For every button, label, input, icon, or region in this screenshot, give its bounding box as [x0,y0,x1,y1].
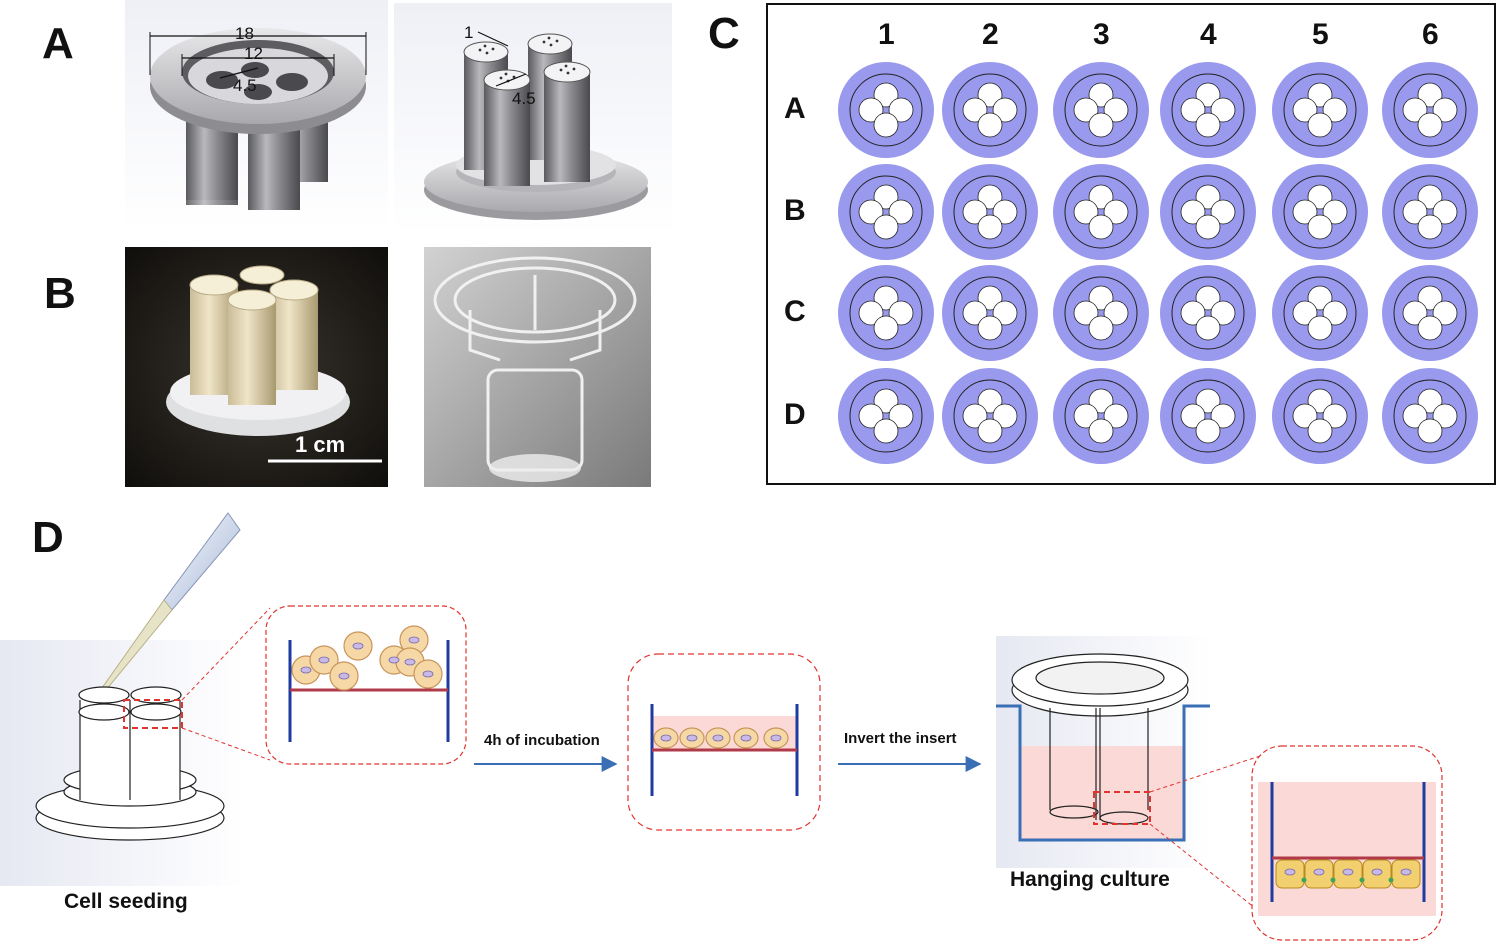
plate-column-label: 6 [1422,18,1439,51]
dim-4-5-right: 4.5 [512,89,536,108]
plate-column-label: 5 [1312,18,1329,51]
pipette-illustration [101,512,241,691]
plate-row-label: B [784,194,806,227]
plate-column-label: 3 [1093,18,1110,51]
dim-1: 1 [464,23,473,42]
cad-right-model [424,31,648,220]
plate-column-label: 2 [982,18,999,51]
insert-line-drawing [35,686,225,841]
plate-row-label: C [784,295,806,328]
plate-column-label: 4 [1200,18,1217,51]
plate-column-label: 1 [878,18,895,51]
arrow-label-invert: Invert the insert [844,730,957,747]
dim-12: 12 [244,44,263,63]
caption-hanging-culture: Hanging culture [1010,868,1170,891]
plate-row-label: D [784,398,806,431]
arrow-label-incubation: 4h of incubation [484,732,600,749]
plate-row-label: A [784,92,806,125]
dim-18: 18 [235,24,254,43]
panel-label-a: A [42,19,74,68]
caption-cell-seeding: Cell seeding [64,890,188,913]
well-plate [766,3,1496,485]
cad-left-model [149,28,367,210]
panel-label-d: D [32,513,64,562]
dim-4-5-left: 4.5 [233,76,257,95]
panel-label-b: B [44,269,76,318]
floating-cells [291,625,443,691]
scale-bar-label: 1 cm [295,432,346,457]
panel-label-c: C [708,9,740,58]
